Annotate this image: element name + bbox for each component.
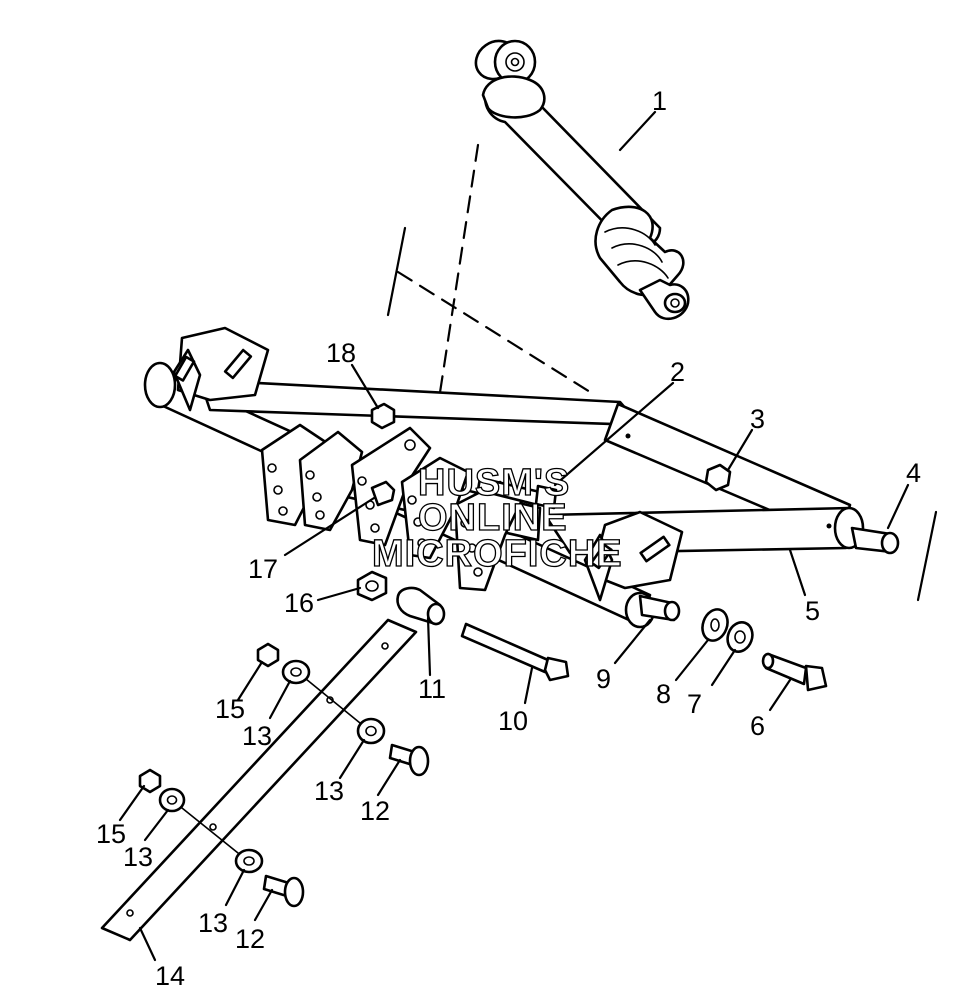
callout-5: 5 [805, 596, 820, 626]
callout-17: 17 [248, 554, 278, 584]
callout-13-c: 13 [123, 842, 153, 872]
washer-13-d[interactable] [234, 848, 264, 874]
spacer-11[interactable] [396, 586, 446, 626]
rivet-12-lower[interactable] [262, 874, 305, 908]
callout-12-upper: 12 [360, 796, 390, 826]
callout-18: 18 [326, 338, 356, 368]
shock-absorber[interactable] [468, 33, 690, 321]
callout-12-lower: 12 [235, 924, 265, 954]
bolt-6[interactable] [761, 652, 828, 692]
callout-8: 8 [656, 679, 671, 709]
callout-6: 6 [750, 711, 765, 741]
washer-13-a[interactable] [281, 659, 311, 685]
callout-13-d: 13 [198, 908, 228, 938]
centre-lines [181, 678, 361, 854]
assembly-guide-lines [386, 143, 938, 602]
washer-8[interactable] [698, 606, 731, 644]
callout-4: 4 [906, 458, 921, 488]
watermark-line-3: MICROFICHE [372, 533, 623, 575]
leader-lines [118, 110, 910, 962]
bolt-17[interactable] [370, 480, 396, 507]
bolt-10[interactable] [460, 622, 570, 682]
nut-15-upper[interactable] [256, 642, 280, 668]
callout-10: 10 [498, 706, 528, 736]
callout-14: 14 [155, 961, 185, 991]
callout-15-lower: 15 [96, 819, 126, 849]
nut-16[interactable] [356, 570, 388, 602]
watermark: HUSM'S ONLINE MICROFICHE [371, 461, 623, 575]
bushing-9[interactable] [638, 594, 681, 622]
callout-13-b: 13 [314, 776, 344, 806]
callout-13-a: 13 [242, 721, 272, 751]
rivet-12-upper[interactable] [388, 743, 430, 777]
nut-15-lower[interactable] [138, 768, 162, 794]
watermark-line-1: HUSM'S [418, 462, 570, 504]
bushing-4[interactable] [850, 526, 900, 555]
callout-3: 3 [750, 404, 765, 434]
nut-3[interactable] [704, 463, 732, 492]
callout-15-upper: 15 [215, 694, 245, 724]
washer-13-c[interactable] [158, 787, 186, 813]
callout-16: 16 [284, 588, 314, 618]
callout-9: 9 [596, 664, 611, 694]
callout-11: 11 [418, 674, 446, 704]
callout-2: 2 [670, 357, 685, 387]
callout-7: 7 [687, 689, 702, 719]
bolt-2[interactable] [476, 476, 558, 510]
nut-18[interactable] [370, 402, 396, 430]
callout-1: 1 [652, 86, 667, 116]
callout-labels: 1 2 3 4 5 6 7 8 9 10 11 12 12 13 13 13 1… [96, 86, 921, 991]
washer-13-b[interactable] [356, 717, 386, 745]
watermark-line-2: ONLINE [418, 497, 568, 539]
